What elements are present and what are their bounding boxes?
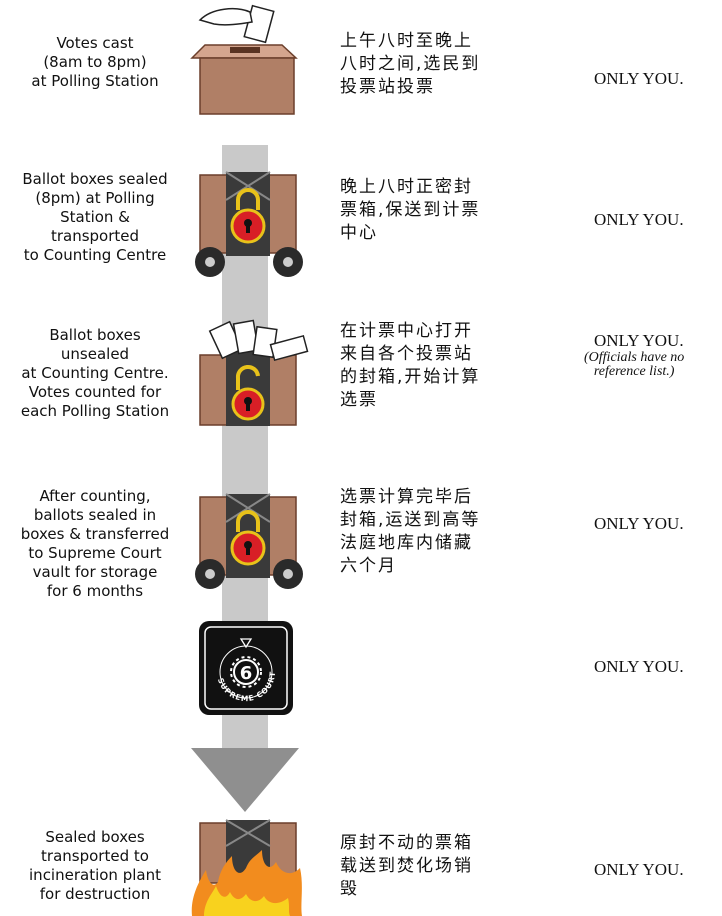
step4-only-you: ONLY YOU. xyxy=(594,514,684,533)
step1-chinese-description: 上午八时至晚上 八时之间,选民到 投票站投票 xyxy=(340,31,481,97)
step6-only-you: ONLY YOU. xyxy=(594,860,684,879)
step4-chinese-description: 选票计算完毕后 封箱,运送到高等 法庭地库内储藏 六个月 xyxy=(340,487,481,576)
step5-only-you: ONLY YOU. xyxy=(594,657,684,676)
step6-chinese-description: 原封不动的票箱 载送到焚化场销 毁 xyxy=(340,833,473,899)
open-box-ballots-icon xyxy=(199,319,309,426)
step3-officials-note: (Officials have no reference list.) xyxy=(584,350,685,379)
flow-arrow-head xyxy=(191,748,299,812)
step6-english-description: Sealed boxes transported to incineration… xyxy=(29,828,161,903)
step2-chinese-description: 晚上八时正密封 票箱,保送到计票 中心 xyxy=(340,177,481,243)
step1-english-description: Votes cast (8am to 8pm) at Polling Stati… xyxy=(31,34,159,90)
step3-only-you: ONLY YOU. xyxy=(594,331,684,350)
ballot-box-icon xyxy=(190,4,298,115)
vault-number: 6 xyxy=(240,663,253,684)
step3-english-description: Ballot boxes unsealed at Counting Centre… xyxy=(20,326,170,420)
sealed-box-cart-icon xyxy=(195,493,303,589)
step3-chinese-description: 在计票中心打开 来自各个投票站 的封箱,开始计算 选票 xyxy=(340,321,481,410)
step2-only-you: ONLY YOU. xyxy=(594,210,684,229)
burning-box-icon xyxy=(191,819,302,916)
step4-english-description: After counting, ballots sealed in boxes … xyxy=(20,487,170,600)
hand-voting-icon xyxy=(198,4,275,44)
sealed-box-cart-icon xyxy=(195,171,303,277)
step1-only-you: ONLY YOU. xyxy=(594,69,684,88)
step2-english-description: Ballot boxes sealed (8pm) at Polling Sta… xyxy=(22,170,168,264)
